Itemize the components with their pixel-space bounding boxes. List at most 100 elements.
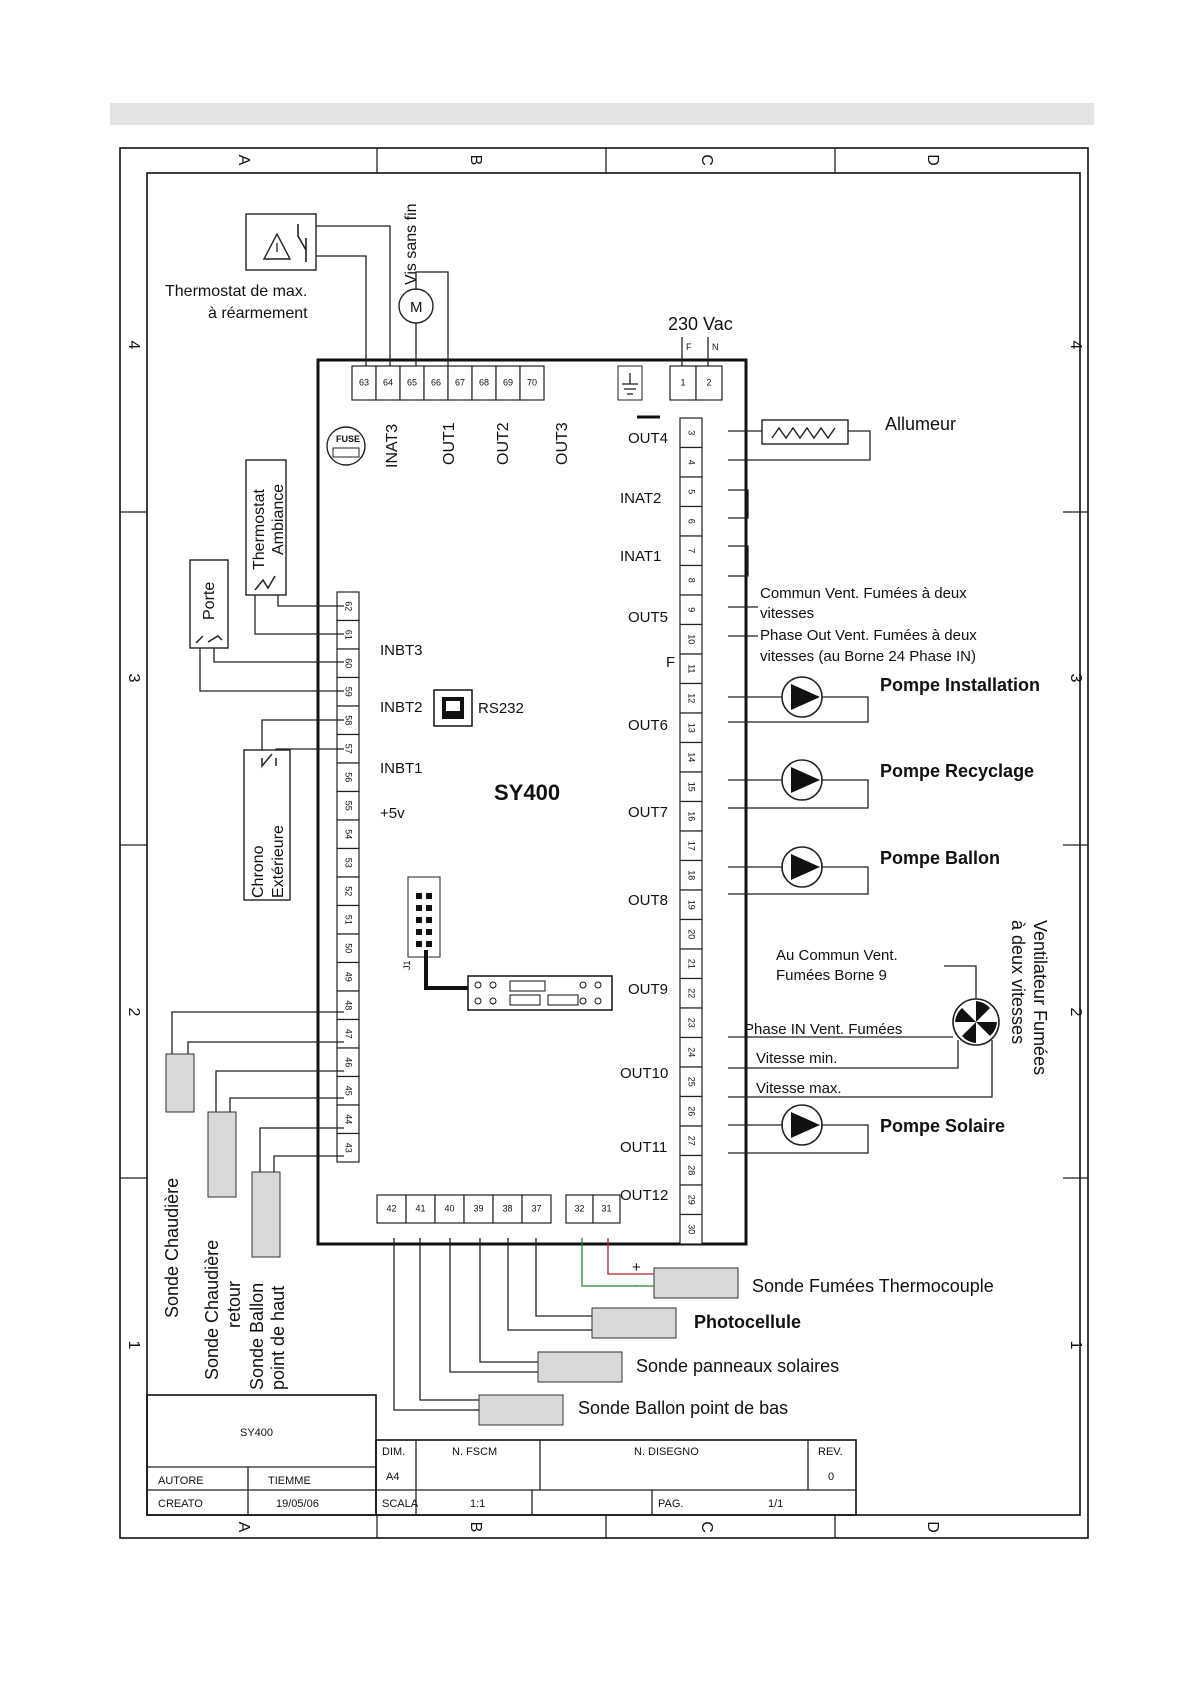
commun-vent-label: Commun Vent. Fumées à deux [760,585,967,602]
col-label-bottom-b: B [467,1522,484,1533]
right-terminal-strip: 3456789101112131415161718192021222324252… [679,417,703,1245]
motor-icon: M [398,288,434,324]
au-commun-vent-label: Au Commun Vent. [776,947,898,964]
porte-switch-icon [189,559,229,649]
dim-value: A4 [386,1471,399,1483]
terminal-number: 40 [444,1203,454,1213]
ground-terminal [617,365,660,419]
label-out8: OUT8 [628,892,668,909]
pump-recyclage-icon [781,759,823,801]
terminal-number: 39 [473,1203,483,1213]
label-inbt1: INBT1 [380,760,423,777]
row-label-left-1: 1 [125,1341,142,1350]
terminal-box [695,365,723,401]
dim-label: DIM. [382,1446,405,1458]
sonde-fumees-icon [653,1267,739,1299]
terminal-number: 24 [687,1047,697,1057]
phase-out-vent-label: Phase Out Vent. Fumées à deux [760,627,977,644]
thermostat-ambiance-label-2: Ambiance [270,484,287,555]
sonde-fumees-label: Sonde Fumées Thermocouple [752,1276,994,1296]
creato-label: CREATO [158,1498,203,1510]
terminal-number: 30 [687,1224,697,1234]
terminal-number: 9 [687,607,697,612]
sonde-chaudiere-icon [165,1053,195,1113]
terminal-box [669,365,697,401]
autore-value: TIEMME [268,1475,311,1487]
terminal-number: 5 [687,489,697,494]
terminal-number: 1 [680,377,685,387]
controller-board [316,358,748,1246]
label-out1: OUT1 [441,422,458,465]
terminal-number: 23 [687,1018,697,1028]
motor-symbol: M [410,299,423,316]
terminal-number: 15 [687,782,697,792]
terminal-box [336,1132,360,1163]
title-block [146,1394,857,1516]
label-inat2: INAT2 [620,490,661,507]
label-inat1: INAT1 [620,548,661,565]
row-label-right-2: 2 [1067,1008,1084,1017]
pompe-ballon-label: Pompe Ballon [880,848,1000,868]
terminal-number: 70 [527,377,537,387]
terminal-number: 67 [455,377,465,387]
terminal-number: 25 [687,1077,697,1087]
terminal-number: 26 [687,1106,697,1116]
terminal-number: 57 [344,744,354,754]
terminal-number: 48 [344,1000,354,1010]
commun-vent-label-2: vitesses [760,605,814,622]
autore-label: AUTORE [158,1475,204,1487]
vitesse-min-label: Vitesse min. [756,1050,837,1067]
terminal-number: 6 [687,519,697,524]
terminal-box [375,365,401,401]
terminal-number: 45 [344,1086,354,1096]
allumeur-icon [761,419,849,445]
terminal-number: 7 [687,548,697,553]
terminal-number: 28 [687,1165,697,1175]
motor-label: Vis sans fin [403,203,420,285]
terminal-number: 61 [344,630,354,640]
terminal-box [434,1194,465,1224]
terminal-number: 20 [687,929,697,939]
sonde-ballon-haut-label-2: point de haut [268,1286,288,1390]
terminal-number: 12 [687,693,697,703]
terminal-box [519,365,545,401]
rev-value: 0 [828,1471,834,1483]
terminal-number: 38 [502,1203,512,1213]
terminal-number: 43 [344,1143,354,1153]
allumeur-label: Allumeur [885,414,956,434]
terminal-number: 52 [344,886,354,896]
terminal-box [405,1194,436,1224]
terminal-number: 27 [687,1136,697,1146]
terminal-number: 41 [415,1203,425,1213]
fan-icon [952,998,1000,1046]
terminal-number: 59 [344,687,354,697]
label-out11: OUT11 [620,1139,667,1156]
label-out3: OUT3 [554,422,571,465]
label-out12: OUT12 [620,1187,668,1204]
chrono-switch-icon [243,749,291,901]
thermostat-max-icon [245,213,317,271]
terminal-number: 3 [687,430,697,435]
col-label-top-c: C [698,154,715,166]
vitesse-max-label: Vitesse max. [756,1080,842,1097]
phase-out-vent-label-2: vitesses (au Borne 24 Phase IN) [760,648,976,665]
terminal-number: 53 [344,858,354,868]
thermostat-ambiance-icon [245,459,287,596]
row-label-right-1: 1 [1067,1341,1084,1350]
label-5v: +5v [380,805,405,822]
supply-phase-label: F [686,342,692,352]
terminal-number: 29 [687,1195,697,1205]
col-label-bottom-c: C [698,1521,715,1533]
terminal-box [565,1194,594,1224]
sonde-panneaux-icon [537,1351,623,1383]
terminal-box [521,1194,552,1224]
sonde-ballon-bas-label: Sonde Ballon point de bas [578,1398,788,1418]
j1-label: J1 [402,960,412,970]
creato-value: 19/05/06 [276,1498,319,1510]
sonde-chaudiere-retour-label: Sonde Chaudière [202,1240,222,1380]
scala-value: 1:1 [470,1498,485,1510]
